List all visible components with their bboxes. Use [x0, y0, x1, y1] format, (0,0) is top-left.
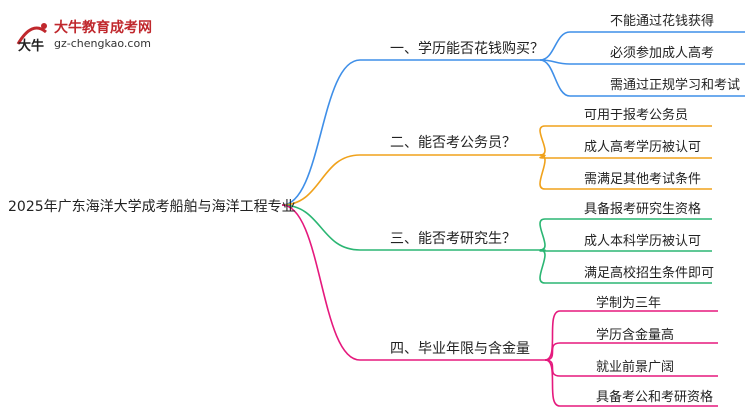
branch-2-leaf-1-connector [539, 125, 712, 156]
branch-4-leaf-4: 具备考公和考研资格 [596, 390, 714, 405]
branch-2-leaf-3-connector [539, 154, 712, 190]
branch-4-leaf-1: 学制为三年 [596, 296, 662, 311]
branch-4-leaf-1-connector [544, 310, 718, 361]
branch-3-leaf-2-connector [539, 249, 712, 252]
branch-3-leaf-1-connector [539, 218, 712, 251]
branch-1-leaf-2: 必须参加成人高考 [610, 46, 715, 61]
branch-3-label: 三、能否考研究生？ [390, 231, 516, 247]
branch-4-leaf-2-connector [544, 342, 718, 361]
branch-4-leaf-3: 就业前景广阔 [596, 360, 675, 375]
branch-4-leaf-2: 学历含金量高 [596, 328, 675, 343]
root-topic: 2025年广东海洋大学成考船舶与海洋工程专业 [8, 199, 296, 215]
branch-4-label: 四、毕业年限与含金量 [390, 341, 530, 357]
branch-3-leaf-2: 成人本科学历被认可 [584, 234, 702, 249]
branch-1-connector [281, 59, 540, 206]
branch-1-leaf-1: 不能通过花钱获得 [610, 14, 715, 29]
branch-2-label: 二、能否考公务员？ [390, 135, 516, 151]
branch-2-leaf-3: 需满足其他考试条件 [584, 172, 702, 187]
branch-4-connector [281, 204, 545, 361]
logo-mark-text: 大牛 [18, 38, 44, 54]
site-logo: 大牛 大牛教育成考网 gz-chengkao.com [14, 14, 164, 56]
branch-2-leaf-1: 可用于报考公务员 [584, 108, 689, 123]
logo-url: gz-chengkao.com [54, 37, 151, 50]
branch-3-leaf-3-connector [539, 249, 712, 284]
branch-1-leaf-3: 需通过正规学习和考试 [610, 78, 741, 93]
branch-4-leaf-4-connector [544, 359, 718, 407]
branch-1-leaf-3-connector [539, 59, 745, 97]
branch-3-leaf-1: 具备报考研究生资格 [584, 202, 702, 217]
branch-1-leaf-1-connector [539, 31, 745, 61]
logo-name: 大牛教育成考网 [54, 20, 152, 36]
branch-2-leaf-2: 成人高考学历被认可 [584, 140, 702, 155]
branch-3-leaf-3: 满足高校招生条件即可 [584, 266, 715, 281]
branch-2-leaf-2-connector [539, 154, 712, 159]
branch-2-connector [281, 154, 540, 206]
logo-mark-icon: 大牛 [16, 23, 47, 54]
branch-3-connector [281, 204, 540, 251]
branch-1-leaf-2-connector [539, 59, 745, 65]
branch-1-label: 一、学历能否花钱购买？ [390, 41, 544, 57]
